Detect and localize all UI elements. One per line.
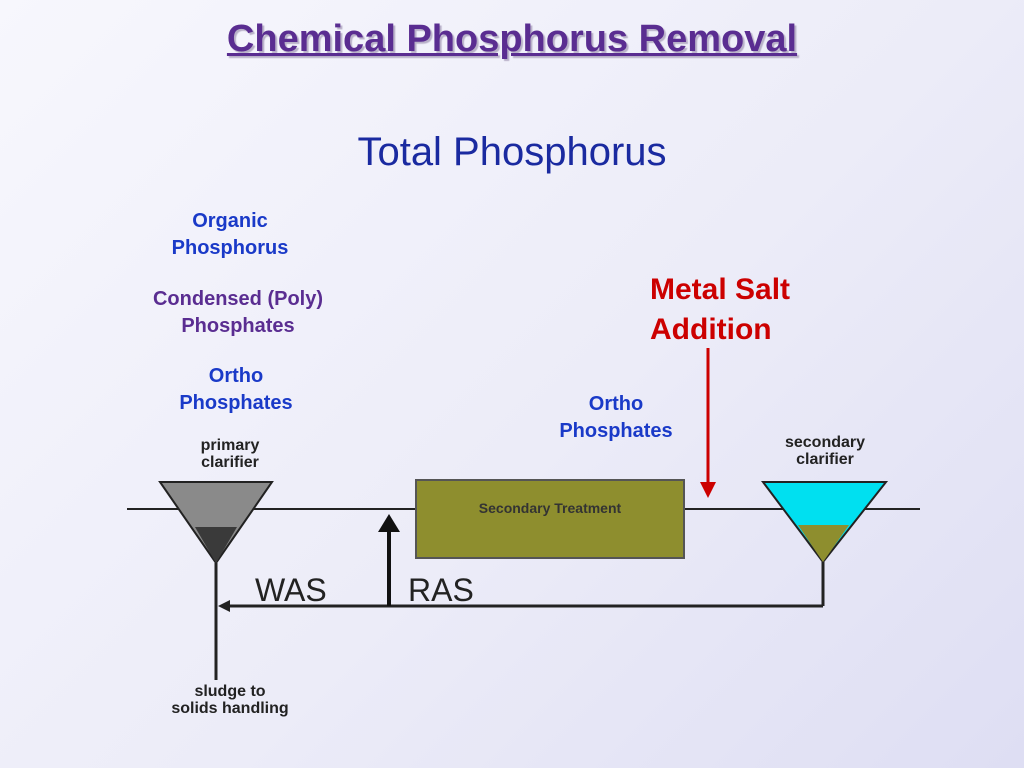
slide-subtitle: Total Phosphorus [357,130,667,174]
sludge-line-1: sludge to [194,683,266,700]
metal-salt-arrowhead-icon [700,482,716,498]
metal-salt-addition-label: Metal Salt Addition [650,270,870,350]
condensed-line-1: Condensed (Poly) [152,288,323,310]
primary-clarifier-label: primary clarifier [170,437,290,471]
ortho-right-line-1: Ortho [588,393,644,415]
sludge-line-2: solids handling [171,700,289,717]
ortho-right-line-2: Phosphates [559,420,673,442]
metal-salt-line-2: Addition [650,313,772,346]
primary-clarifier-sludge [195,527,237,563]
condensed-phosphates-label: Condensed (Poly) Phosphates [118,286,358,340]
condensed-line-2: Phosphates [181,315,295,337]
primary-line-1: primary [200,437,260,454]
secondary-clarifier-label: secondary clarifier [760,434,890,468]
was-label: WAS [255,572,327,608]
secondary-clarifier [761,481,889,564]
primary-clarifier [158,481,274,565]
organic-phosphorus-label: Organic Phosphorus [150,208,310,262]
secondary-line-2: clarifier [796,451,854,468]
sludge-handling-label: sludge to solids handling [150,683,310,717]
ortho-left-line-2: Phosphates [179,392,293,414]
organic-line-1: Organic [192,210,268,232]
secondary-clarifier-sludge [798,525,849,562]
ortho-phosphates-right-label: Ortho Phosphates [526,391,706,445]
ras-label: RAS [408,572,474,608]
ras-arrowhead-icon [378,514,400,532]
was-arrowhead-icon [218,600,230,612]
organic-line-2: Phosphorus [171,237,289,259]
secondary-line-1: secondary [784,434,866,451]
ortho-phosphates-left-label: Ortho Phosphates [146,363,326,417]
metal-salt-line-1: Metal Salt [650,273,791,306]
secondary-treatment-box [415,479,685,559]
slide-title: Chemical Phosphorus Removal [226,18,798,60]
secondary-treatment-label: Secondary Treatment [478,500,622,516]
primary-line-2: clarifier [201,454,259,471]
ortho-left-line-1: Ortho [208,365,264,387]
